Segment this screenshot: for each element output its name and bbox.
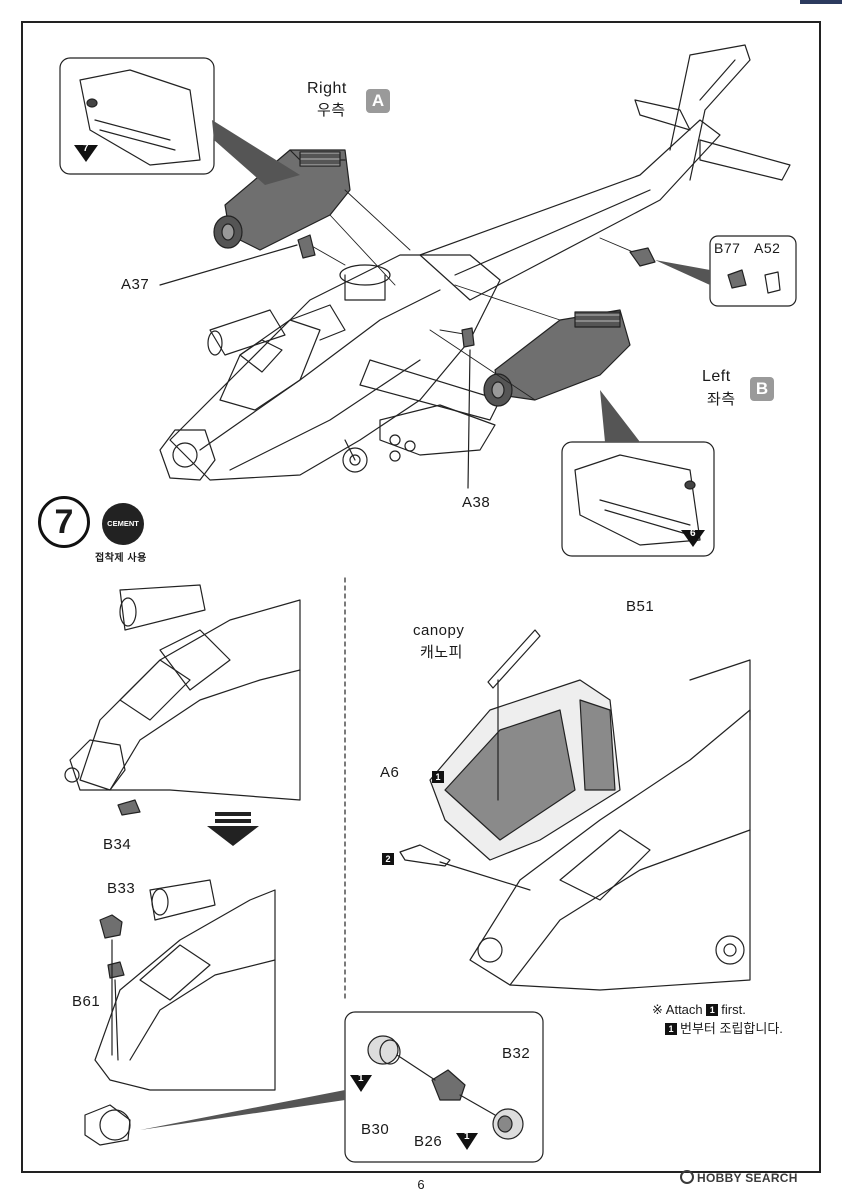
sequence-marker-2: 2 (382, 850, 397, 868)
left-callout-label: Left (702, 368, 731, 385)
cement-icon-label: CEMENT (107, 519, 139, 528)
watermark-logo-icon (680, 1170, 694, 1184)
note-line-1-number: 1 (706, 1004, 719, 1016)
detail-ref-b26-label: 1 (463, 1131, 471, 1142)
watermark-text: HOBBY SEARCH (697, 1171, 798, 1185)
detail-ref-triangle-7 (74, 145, 98, 162)
nose-view-lower (84, 879, 276, 1146)
part-label-b51: B51 (626, 598, 655, 615)
page-frame (21, 21, 821, 1173)
detail-ref-triangle-b26 (456, 1133, 478, 1150)
helicopter-main-drawing (159, 44, 791, 481)
part-label-b77: B77 (714, 240, 741, 256)
part-label-canopy: canopy (413, 622, 465, 639)
part-label-b34: B34 (103, 836, 132, 853)
left-engine-nacelle (483, 309, 631, 407)
part-a37-shape (297, 234, 316, 259)
right-engine-nacelle (213, 149, 351, 251)
detail-ref-b30-label: 1 (357, 1073, 365, 1084)
step-number: 7 (54, 503, 74, 541)
note-line-1-prefix: ※ Attach (652, 1002, 703, 1017)
sequence-marker-1: 1 (432, 768, 447, 786)
page-number: 6 (417, 1177, 425, 1192)
left-callout-korean: 좌측 (707, 391, 736, 408)
part-label-b32: B32 (502, 1045, 531, 1062)
step-number-circle: 7 (38, 496, 90, 548)
part-label-b30: B30 (361, 1121, 390, 1138)
detail-ref-triangle-b30 (350, 1075, 372, 1092)
part-label-b33: B33 (107, 880, 136, 897)
detail-box-b77-a52 (655, 235, 797, 307)
part-label-b26: B26 (414, 1133, 443, 1150)
right-badge-a: A (366, 89, 390, 113)
top-edge-bar (800, 0, 842, 4)
canopy-assembly (399, 629, 751, 991)
detail-box-nose-parts (140, 1011, 544, 1163)
cement-icon: CEMENT (102, 503, 144, 545)
part-label-a6: A6 (380, 764, 400, 781)
left-badge-b: B (750, 377, 774, 401)
detail-ref-7-label: 7 (82, 143, 90, 154)
nose-view-upper (64, 584, 301, 816)
note-line-1-suffix: first. (721, 1002, 746, 1017)
detail-ref-6-label: 6 (689, 528, 697, 539)
note-line-2-number: 1 (665, 1023, 677, 1035)
detail-box-top-left (59, 57, 300, 185)
down-arrow (207, 812, 259, 846)
tail-parts-shape (629, 247, 656, 267)
right-callout-label: Right (307, 80, 347, 97)
part-label-a38: A38 (462, 494, 491, 511)
watermark: HOBBY SEARCH (680, 1170, 798, 1185)
detail-ref-triangle-6 (681, 530, 705, 547)
part-label-a37: A37 (121, 276, 150, 293)
part-a38-shape (461, 327, 475, 348)
part-label-b61: B61 (72, 993, 101, 1010)
note-line-2-suffix: 번부터 조립합니다. (680, 1021, 783, 1036)
part-label-canopy-korean: 캐노피 (420, 644, 463, 661)
cement-korean-label: 접착제 사용 (95, 553, 147, 564)
right-callout-korean: 우측 (317, 102, 346, 119)
detail-box-bottom-right (561, 390, 715, 557)
part-label-a52: A52 (754, 240, 781, 256)
